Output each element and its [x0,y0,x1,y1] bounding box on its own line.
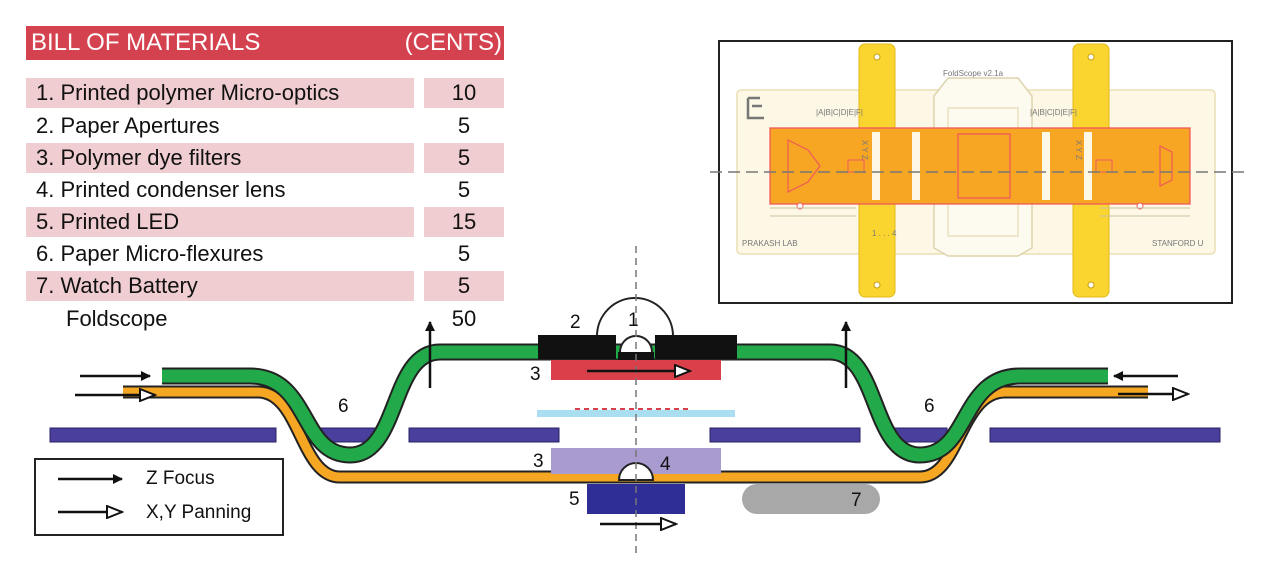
inset-xyz-left: X Y Z [860,140,869,160]
base-plates [49,427,1221,443]
lens-dome [596,297,674,337]
foldscope-template-inset: FoldScope v2.1a |A|B|C|D|E|F| |A|B|C|D|E… [710,40,1250,304]
bom-item-price: 10 [424,78,504,108]
bom-item-price: 5 [457,241,471,266]
bom-total-price: 50 [451,306,477,331]
aperture-right [655,335,737,359]
bom-item-price: 15 [424,207,504,237]
label-3-top: 3 [530,364,541,385]
bom-total-name: Foldscope [66,306,168,331]
label-1: 1 [628,310,639,331]
bom-row-7: 7. Watch Battery 5 [26,271,504,301]
inset-xyz-right: X Y Z [1074,140,1083,160]
label-3-bottom: 3 [533,451,544,472]
label-6-left: 6 [338,396,349,417]
bom-total-row: Foldscope 50 [26,304,504,334]
inset-right-footer: STANFORD U [1152,239,1204,248]
bom-row-2: 2. Paper Apertures 5 [26,111,504,141]
bom-item-name: 1. Printed polymer Micro-optics [26,78,414,108]
legend-box: Z Focus X,Y Panning [34,458,284,536]
battery [742,484,880,514]
bom-row-6: 6. Paper Micro-flexures 5 [26,239,504,269]
bom-title: BILL OF MATERIALS [31,29,261,56]
aperture-left [538,335,616,359]
bom-item-name: 7. Watch Battery [26,271,414,301]
label-6-right: 6 [924,396,935,417]
label-2: 2 [570,312,581,333]
bom-item-price: 5 [457,177,471,202]
inset-col-letters-left: |A|B|C|D|E|F| [816,108,863,117]
inset-range-label: 1 . . . 4 [872,229,897,238]
bom-item-name: 3. Polymer dye filters [26,143,414,173]
bom-item-name: 4. Printed condenser lens [36,177,286,202]
bom-title-bar: BILL OF MATERIALS (CENTS) [26,26,504,60]
inset-left-footer: PRAKASH LAB [742,239,798,248]
legend-z-focus: Z Focus [146,468,215,489]
bom-item-price: 5 [457,113,471,138]
legend-xy-panning: X,Y Panning [146,502,252,523]
sample-slide [537,410,735,417]
bom-unit: (CENTS) [404,29,502,56]
legend-arrows [58,474,126,534]
bom-item-name: 2. Paper Apertures [36,113,220,138]
bom-item-price: 5 [424,271,504,301]
microscope-logo-icon [746,96,764,120]
label-4: 4 [660,454,671,475]
inset-version-label: FoldScope v2.1a [943,69,1004,78]
bom-row-3: 3. Polymer dye filters 5 [26,143,504,173]
bom-row-5: 5. Printed LED 15 [26,207,504,237]
inset-col-letters-right: |A|B|C|D|E|F| [1030,108,1077,117]
bom-item-name: 5. Printed LED [26,207,414,237]
bom-row-4: 4. Printed condenser lens 5 [26,175,504,205]
label-5: 5 [569,489,580,510]
bom-item-name: 6. Paper Micro-flexures [36,241,264,266]
condenser-lens [617,462,655,481]
bom-item-price: 5 [424,143,504,173]
label-7: 7 [851,490,862,511]
bom-row-1: 1. Printed polymer Micro-optics 10 [26,78,504,108]
